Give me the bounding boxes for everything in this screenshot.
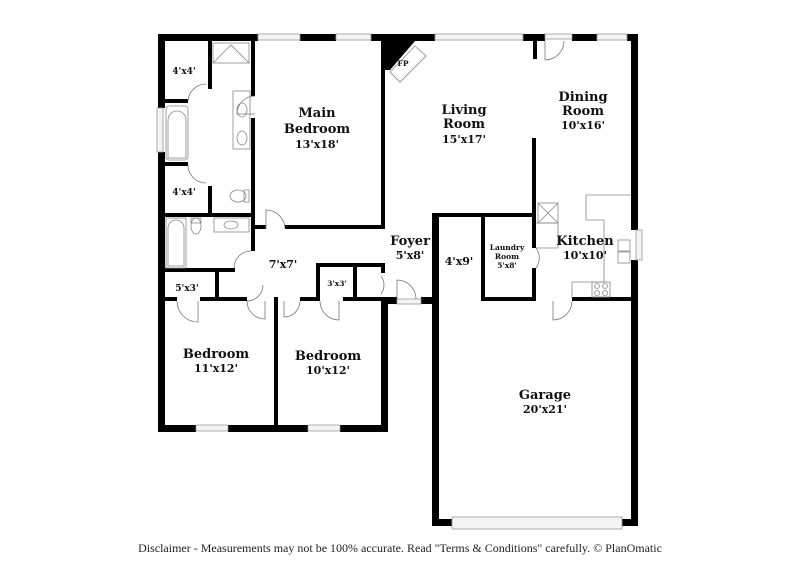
living-room-label: Living (441, 103, 486, 118)
kitchen-label: Kitchen (556, 234, 614, 249)
disclaimer-text: Disclaimer - Measurements may not be 100… (138, 541, 662, 555)
laundry-room-label: Laundry (490, 243, 525, 252)
bedroom-2-size: 10'x12' (306, 364, 350, 377)
storage-size: 4'x9' (445, 255, 474, 268)
main-bedroom-label: Main (298, 106, 336, 121)
toilet (190, 217, 202, 235)
sink (213, 217, 250, 233)
bedroom-1-size: 11'x12' (194, 362, 238, 375)
closet-size: 4'x4' (172, 67, 195, 77)
living-room-size: 15'x17' (442, 133, 486, 146)
window (257, 33, 301, 41)
bedroom-2-label: Bedroom (295, 349, 362, 364)
window (307, 424, 341, 432)
foyer-label: Foyer (390, 234, 430, 249)
vanity (232, 90, 251, 150)
window (434, 33, 524, 41)
room-labels: Main Bedroom 13'x18' Living Room 15'x17'… (172, 59, 614, 416)
living-room-label: Room (443, 117, 485, 132)
window (635, 229, 643, 261)
exterior-walls (158, 34, 638, 526)
kitchen-size: 10'x10' (563, 249, 607, 262)
laundry-room-label: Room (495, 252, 519, 261)
sink (617, 239, 631, 252)
doors (176, 33, 573, 323)
bathtub (165, 217, 187, 269)
shower (212, 42, 250, 64)
hall-size: 7'x7' (269, 258, 298, 271)
main-bedroom-size: 13'x18' (295, 138, 339, 151)
window (596, 33, 628, 41)
dining-room-label: Room (562, 104, 604, 119)
main-bedroom-label: Bedroom (284, 122, 351, 137)
closet-size: 4'x4' (172, 188, 195, 198)
garage-door (451, 516, 623, 530)
fixtures (165, 42, 631, 298)
bedroom-1-label: Bedroom (183, 347, 250, 362)
dining-room-size: 10'x16' (561, 119, 605, 132)
closet-size: 5'x3' (175, 284, 198, 294)
stove (591, 281, 611, 298)
bathtub (165, 105, 189, 161)
garage-size: 20'x21' (523, 403, 567, 416)
window (156, 107, 164, 153)
laundry-room-size: 5'x8' (497, 261, 517, 270)
dining-room-label: Dining (558, 90, 607, 105)
window (335, 33, 372, 41)
fireplace-label: FP (398, 59, 409, 68)
interior-walls (165, 41, 638, 427)
closet-size: 3'x3' (327, 279, 347, 288)
garage-label: Garage (519, 388, 571, 403)
toilet (229, 189, 247, 203)
foyer-size: 5'x8' (396, 249, 425, 262)
windows (156, 33, 643, 530)
window (195, 424, 229, 432)
fireplace (389, 45, 427, 83)
